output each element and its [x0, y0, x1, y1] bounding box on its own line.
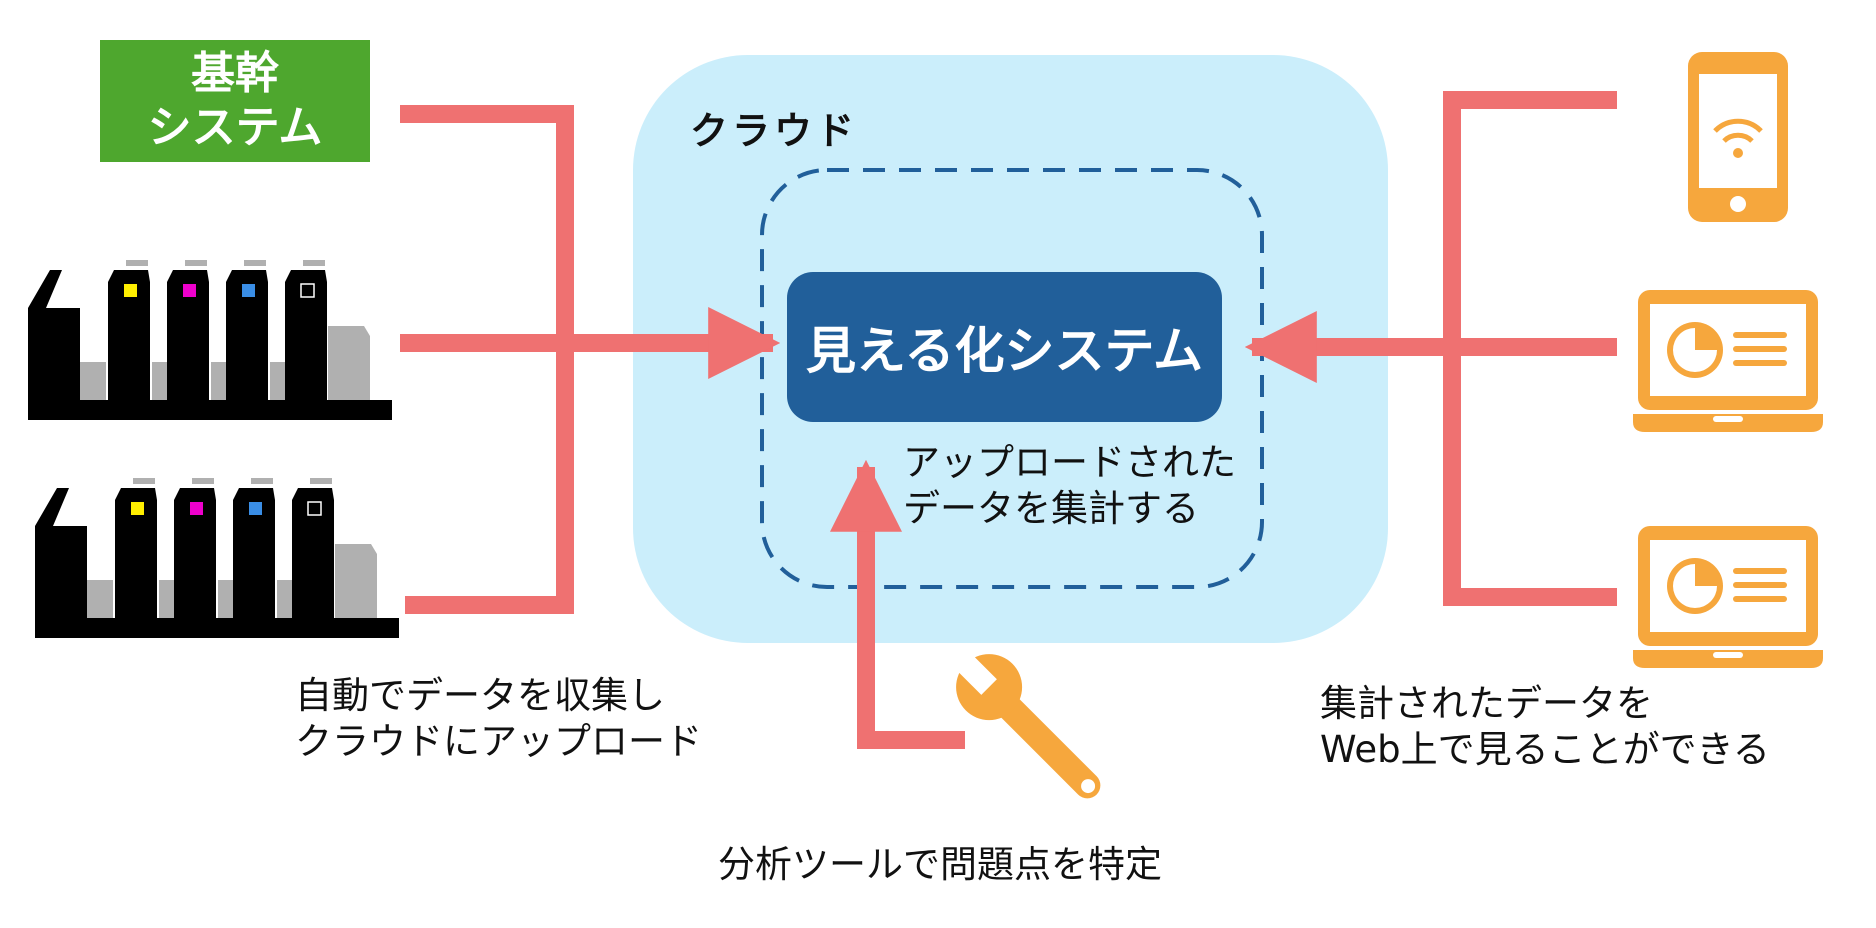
pie-chart-gap	[1673, 328, 1717, 372]
upload-note-line: 自動でデータを収集し	[295, 674, 665, 717]
press-tower-cap	[303, 260, 325, 266]
press-tower	[167, 270, 209, 400]
aggregate-note: アップロードされた データを集計する	[903, 440, 1236, 532]
printing-press-icon	[35, 478, 399, 638]
press-tower-cap	[126, 260, 148, 266]
text-line-icon	[1733, 360, 1787, 366]
press-tower	[233, 488, 275, 618]
text-line-icon	[1733, 568, 1787, 574]
press-ink-swatch	[190, 502, 203, 515]
press-tower-cap	[133, 478, 155, 484]
laptop-notch	[1713, 652, 1743, 658]
right-connectors	[1244, 91, 1617, 606]
pie-chart-slice	[1700, 324, 1721, 345]
upload-note: 自動でデータを収集し クラウドにアップロード	[295, 673, 702, 765]
press-tower	[226, 270, 268, 400]
tool-note: 分析ツールで問題点を特定	[718, 842, 1162, 888]
text-line-icon	[1733, 346, 1787, 352]
legacy-system-box	[100, 40, 370, 162]
press-tower-cap	[251, 478, 273, 484]
aggregate-note-line: データを集計する	[903, 487, 1199, 530]
text-line-icon	[1733, 332, 1787, 338]
text-line-icon	[1733, 582, 1787, 588]
tool-arrow	[830, 459, 965, 749]
press-tower	[292, 488, 334, 618]
web-note-line: 集計されたデータを	[1320, 682, 1653, 725]
pie-chart-gap	[1673, 564, 1717, 608]
press-ink-swatch	[307, 501, 322, 516]
press-tower-cap	[244, 260, 266, 266]
laptop-base	[1633, 650, 1823, 668]
smartphone-wifi-icon	[1688, 52, 1788, 222]
cloud-label: クラウド	[690, 109, 859, 153]
press-base-plate	[35, 618, 399, 638]
press-feeder	[35, 488, 87, 618]
tool-note-line: 分析ツールで問題点を特定	[718, 843, 1162, 886]
press-tower-cap	[185, 260, 207, 266]
press-base-block	[87, 580, 113, 618]
laptop-base	[1633, 414, 1823, 432]
press-delivery	[328, 326, 370, 400]
press-ink-swatch	[249, 502, 262, 515]
press-ink-swatch	[242, 284, 255, 297]
web-note-line: Web上で見ることができる	[1320, 728, 1770, 771]
upload-note-line: クラウドにアップロード	[295, 720, 702, 763]
aggregate-note-line: アップロードされた	[903, 441, 1236, 484]
press-tower-cap	[310, 478, 332, 484]
web-note: 集計されたデータを Web上で見ることができる	[1320, 681, 1770, 773]
printing-press-icon	[28, 260, 392, 420]
legacy-system-line: 基幹	[191, 48, 279, 99]
pie-chart-slice	[1700, 560, 1721, 581]
legacy-system-label: 基幹 システム	[100, 40, 370, 162]
press-tower	[174, 488, 216, 618]
laptop-chart-icon	[1633, 526, 1823, 668]
press-ink-swatch	[300, 283, 315, 298]
legacy-connector	[400, 105, 574, 614]
press-base-plate	[28, 400, 392, 420]
left-connectors	[400, 105, 781, 614]
visualization-system-box	[787, 272, 1222, 422]
press-tower	[108, 270, 150, 400]
press-tower-cap	[192, 478, 214, 484]
press-base-block	[80, 362, 106, 400]
press-ink-swatch	[183, 284, 196, 297]
press-feeder	[28, 270, 80, 400]
press-ink-swatch	[124, 284, 137, 297]
visualization-system-label: 見える化システム	[806, 322, 1203, 380]
laptop-notch	[1713, 416, 1743, 422]
press-tower	[115, 488, 157, 618]
press-delivery	[335, 544, 377, 618]
wrench-icon	[953, 651, 1101, 799]
text-line-icon	[1733, 596, 1787, 602]
laptop-chart-icon	[1633, 290, 1823, 432]
press-tower	[285, 270, 327, 400]
legacy-system-line: システム	[147, 102, 323, 153]
press-ink-swatch	[131, 502, 144, 515]
